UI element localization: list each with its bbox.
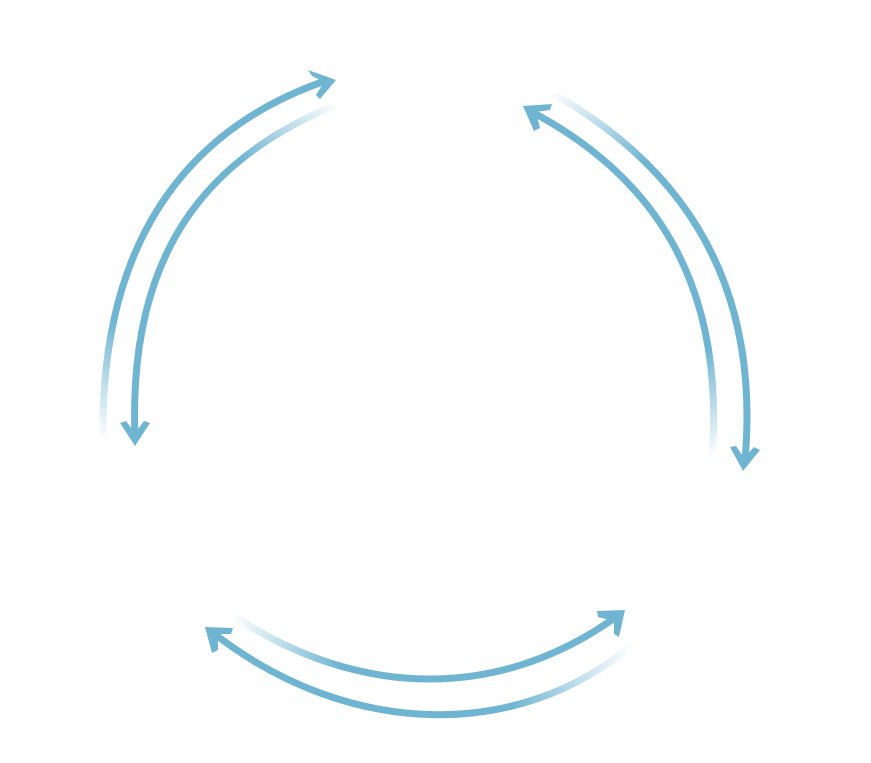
- left-inner-arrowhead: [120, 421, 150, 446]
- left-arrow-pair: [99, 70, 340, 446]
- bottom-inner-arc-right-arrow: [230, 612, 619, 683]
- right-inner-arrowhead: [523, 104, 552, 131]
- bottom-arrow-pair: [205, 610, 635, 719]
- right-arrow-pair: [523, 88, 760, 471]
- left-outer-arc-up-arrow: [99, 76, 330, 441]
- bottom-inner-arrowhead: [597, 610, 625, 637]
- right-outer-arc-down-arrow: [548, 88, 751, 461]
- right-inner-arc-up-arrow: [530, 108, 718, 459]
- bottom-outer-arrowhead: [205, 627, 233, 653]
- left-outer-arrowhead: [308, 70, 336, 99]
- left-inner-arc-down-arrow: [131, 100, 340, 439]
- right-outer-arrowhead: [730, 446, 760, 471]
- bottom-outer-arc-left-arrow: [209, 629, 635, 719]
